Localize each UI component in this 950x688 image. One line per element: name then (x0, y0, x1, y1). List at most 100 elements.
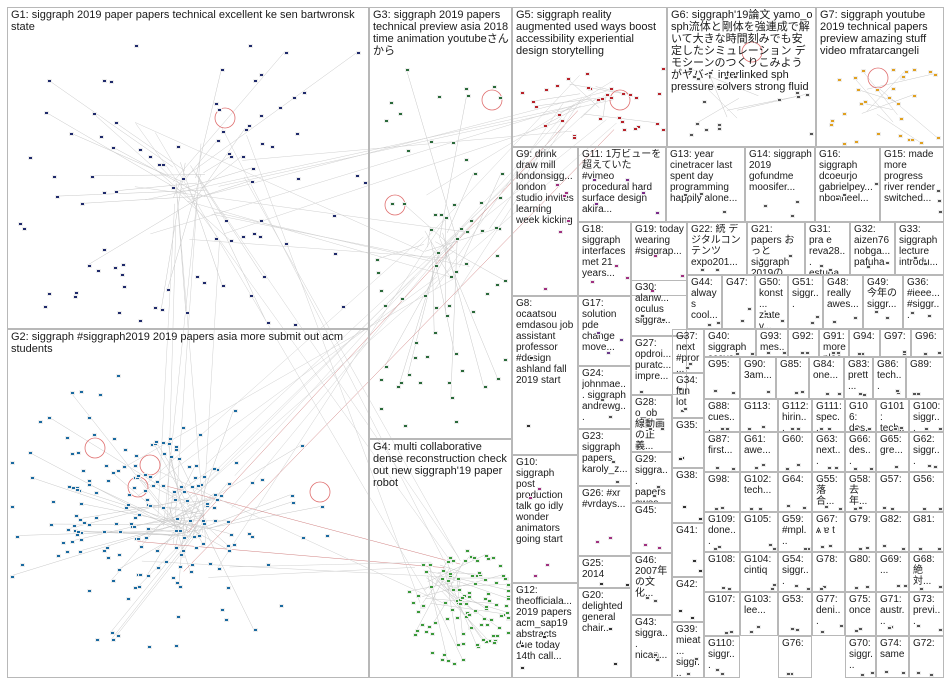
inter-group-edge (243, 176, 461, 561)
graph-node (682, 193, 688, 198)
group-label: G25: 2014 (582, 558, 607, 580)
graph-node (650, 288, 656, 293)
graph-node (900, 74, 906, 79)
group-g70: G70: siggr... (845, 636, 876, 678)
group-label: G108: (708, 554, 736, 565)
graph-edge (853, 77, 894, 123)
group-label: G93: mes... inno... (760, 331, 785, 356)
graph-node (492, 640, 498, 645)
graph-node (389, 100, 395, 105)
graph-node (874, 310, 880, 315)
graph-node (496, 625, 502, 630)
graph-edge (866, 70, 906, 112)
graph-node (194, 464, 200, 469)
graph-edge (459, 173, 502, 268)
group-label: G50: konst... zlatev... (759, 277, 784, 329)
graph-node (196, 484, 202, 489)
graph-edge (169, 490, 174, 516)
graph-node (499, 172, 505, 177)
graph-node (533, 105, 539, 110)
graph-node (595, 97, 601, 102)
group-label: G71: austr... (880, 594, 905, 627)
graph-node (332, 213, 337, 218)
graph-node (608, 626, 614, 631)
graph-node (160, 308, 166, 313)
graph-node (721, 586, 727, 591)
graph-edge (427, 575, 448, 661)
graph-node (356, 51, 362, 56)
group-label: G67: ѧ ɐ t (816, 514, 841, 536)
graph-node (483, 604, 489, 609)
group-g13: G13: year cinetracer last spent day prog… (666, 147, 745, 222)
graph-node (446, 303, 452, 308)
graph-node (483, 553, 489, 558)
group-g79: G79: (845, 512, 876, 552)
graph-node (911, 93, 917, 98)
graph-node (189, 484, 195, 489)
group-g45: G45: (631, 503, 672, 553)
graph-node (429, 140, 435, 145)
group-label: G11: 1万ビューを超えていた #vimeo procedural hard … (582, 149, 662, 215)
graph-node (938, 427, 943, 431)
graph-edge (167, 442, 181, 502)
graph-node (605, 93, 611, 98)
graph-edge (48, 416, 200, 511)
graph-edge (447, 172, 474, 233)
graph-node (226, 543, 232, 548)
graph-node (794, 583, 800, 588)
graph-node (457, 588, 463, 593)
graph-node (375, 258, 381, 263)
graph-node (932, 465, 938, 470)
graph-edge (435, 241, 505, 281)
graph-node (187, 465, 193, 470)
graph-node (87, 416, 93, 421)
group-g113: G113: (740, 399, 778, 432)
graph-node (835, 351, 841, 356)
group-g42: G42: (672, 577, 704, 622)
graph-node (75, 529, 81, 534)
group-g48: G48: really awes... (823, 275, 863, 329)
graph-node (809, 320, 815, 325)
group-g92: G92: (788, 329, 819, 357)
group-label: G112: hirin... (782, 401, 809, 432)
group-label: G54: siggr... (782, 554, 809, 587)
graph-node (470, 574, 476, 579)
graph-node (246, 124, 252, 129)
graph-edge (422, 577, 441, 603)
group-g107: G107: (704, 592, 740, 636)
graph-edge (172, 493, 215, 519)
graph-node (132, 464, 138, 469)
group-g49: G49: 今年の siggr... (863, 275, 903, 329)
graph-node (129, 521, 135, 526)
graph-node (466, 612, 472, 617)
graph-node (155, 549, 161, 554)
group-label: G44: always cool... (691, 277, 718, 321)
group-label: G6: siggraph'19論文 yamo_o sph流体と剛体を強連成で解い… (671, 9, 813, 93)
group-g10: G10: siggraph post production talk go id… (512, 455, 578, 583)
graph-node (821, 584, 827, 589)
graph-edge (184, 51, 358, 178)
graph-node (207, 562, 213, 567)
graph-node (416, 593, 422, 598)
graph-node (599, 398, 605, 403)
group-label: G87: first... (708, 434, 733, 456)
graph-node (758, 507, 764, 511)
inter-group-edge (434, 101, 565, 290)
graph-node (615, 479, 621, 484)
group-label: G69: ... (880, 554, 905, 576)
group-g4: G4: multi collaborative dense reconstruc… (369, 439, 512, 678)
graph-node (695, 76, 701, 81)
graph-node (643, 543, 649, 548)
graph-node (341, 304, 347, 309)
graph-node (259, 73, 265, 78)
graph-node (87, 479, 93, 484)
graph-node (147, 154, 153, 159)
graph-node (772, 547, 777, 551)
graph-node (173, 447, 179, 452)
graph-edge (450, 240, 458, 397)
graph-node (695, 122, 701, 127)
graph-node (294, 132, 300, 137)
graph-node (178, 564, 184, 569)
graph-node (436, 95, 442, 100)
group-g50: G50: konst... zlatev... (755, 275, 788, 329)
